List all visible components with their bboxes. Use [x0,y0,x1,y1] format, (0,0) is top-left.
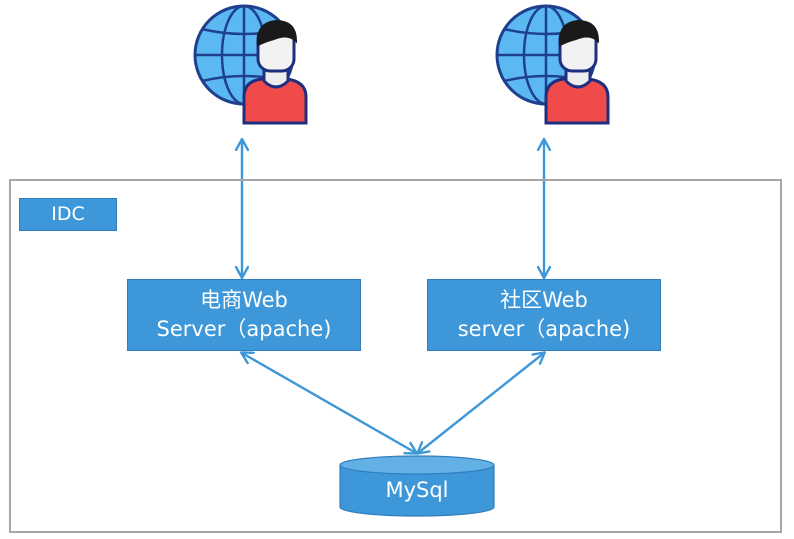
user-globe-icon [495,4,610,125]
idc-label: IDC [19,198,117,231]
person-icon [544,19,610,125]
arrow-ecommerce-server-to-mysql [242,353,416,453]
ecommerce-server-subtitle: Server（apache) [156,317,332,341]
arrow-community-server-to-mysql [418,353,544,453]
person-icon [242,19,308,125]
idc-boundary [9,179,782,533]
mysql-label: MySql [385,478,449,502]
ecommerce-server-title: 电商Web [200,288,288,312]
community-server-subtitle: server（apache) [457,317,631,341]
community-server-title: 社区Web [500,288,588,312]
ecommerce-web-server-box: 电商Web Server（apache) [127,279,361,351]
user-globe-icon [193,4,308,125]
mysql-database-cylinder [339,455,495,517]
community-web-server-box: 社区Web server（apache) [427,279,661,351]
